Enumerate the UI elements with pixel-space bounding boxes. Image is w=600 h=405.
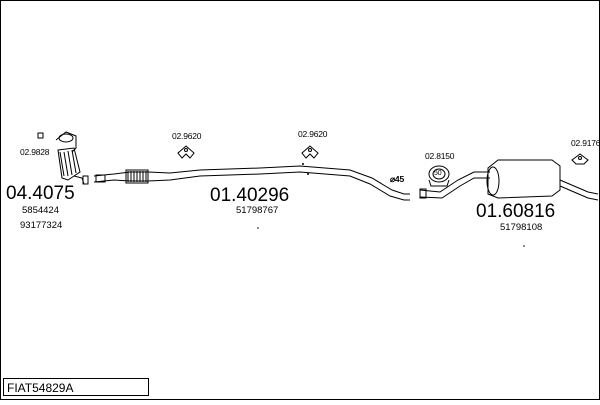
reference-code: FIAT54829A — [7, 381, 74, 395]
middle-pipe-marker — [302, 163, 304, 165]
middle-pipe-marker — [307, 173, 309, 175]
rear-part-number: 01.60816 — [476, 201, 556, 222]
clamp-rear-icon — [428, 165, 450, 187]
gasket-front-code: 02.9828 — [20, 147, 50, 157]
gasket-front-icon — [37, 132, 44, 139]
pipe-diameter-label: ⌀45 — [390, 174, 404, 184]
catalytic-converter-icon — [55, 131, 89, 185]
hanger-rear-icon — [571, 153, 589, 165]
hanger-rear-code: 02.9176 — [571, 138, 600, 148]
clamp-rear-size: 50 — [434, 170, 442, 177]
clamp-rear-code: 02.8150 — [425, 151, 455, 161]
diagram-dot — [523, 245, 525, 247]
hanger-2-code: 02.9620 — [298, 129, 328, 139]
rear-oem-number-1: 51798108 — [500, 222, 543, 233]
middle-pipe-icon — [93, 165, 410, 201]
diagram-dot — [257, 227, 259, 229]
front-oem-number-1: 5854424 — [22, 205, 59, 216]
middle-oem-number-1: 51798767 — [236, 205, 279, 216]
front-oem-number-2: 93177324 — [20, 220, 63, 231]
hanger-2-icon — [301, 145, 319, 159]
reference-box: FIAT54829A — [3, 378, 149, 396]
hanger-1-icon — [177, 145, 195, 159]
hanger-1-code: 02.9620 — [172, 131, 202, 141]
middle-part-number: 01.40296 — [210, 185, 290, 206]
front-part-number: 04.4075 — [6, 183, 75, 204]
rear-muffler-icon — [419, 159, 599, 201]
